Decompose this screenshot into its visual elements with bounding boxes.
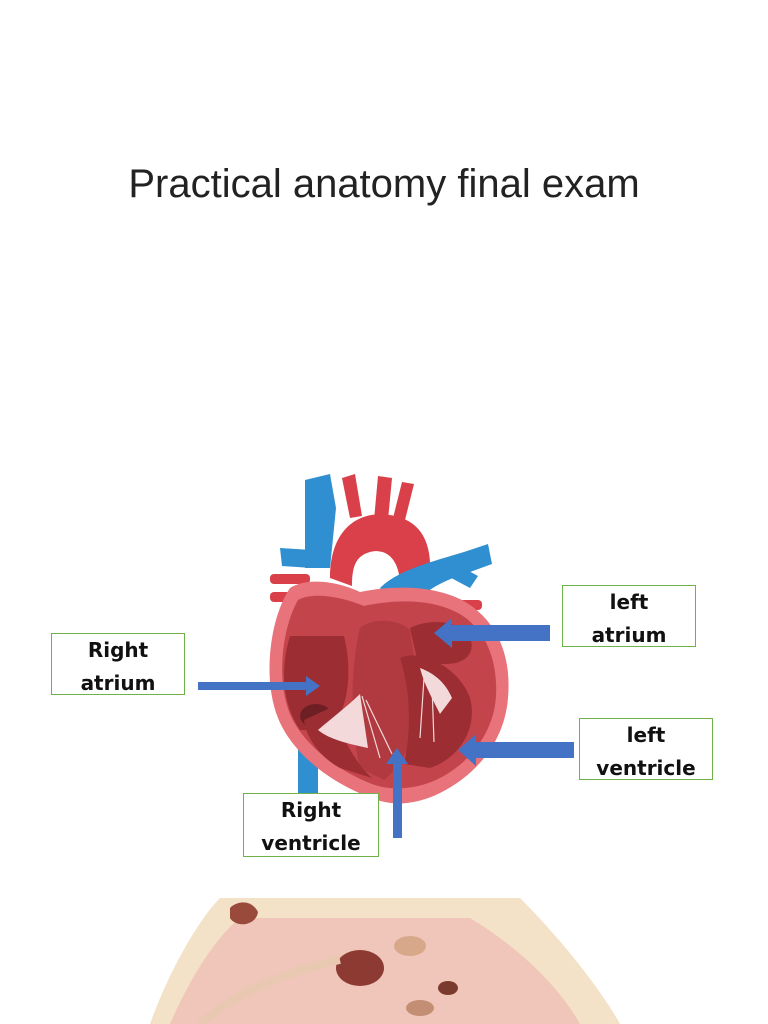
arrow-left-ventricle xyxy=(476,742,574,758)
arrow-right-atrium xyxy=(198,682,306,690)
slide-title: Practical anatomy final exam xyxy=(128,162,640,206)
arrow-left-atrium xyxy=(452,625,550,641)
arrow-right-ventricle xyxy=(393,764,402,838)
aorta xyxy=(330,514,431,586)
label-left-ventricle: left ventricle xyxy=(579,718,713,780)
lower-anatomy-image xyxy=(150,898,620,1024)
heart-diagram: Right atrium left atrium left ventricle … xyxy=(0,468,768,1024)
right-atrium-chamber xyxy=(284,636,349,730)
left-ventricle-chamber xyxy=(400,655,472,768)
label-right-ventricle: Right ventricle xyxy=(243,793,379,857)
superior-vena-cava xyxy=(305,474,336,568)
label-right-atrium: Right atrium xyxy=(51,633,185,695)
label-left-atrium: left atrium xyxy=(562,585,696,647)
right-ventricle-chamber xyxy=(304,708,372,778)
heart-illustration xyxy=(150,474,620,1024)
arrow-group xyxy=(198,618,574,838)
